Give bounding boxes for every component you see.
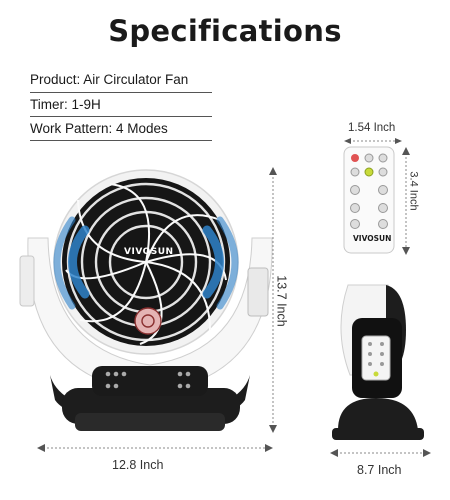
fan-front-image xyxy=(19,169,273,431)
divider xyxy=(30,92,212,93)
depth-dimension-line xyxy=(330,449,431,457)
remote-width-label: 1.54 Inch xyxy=(348,122,396,134)
fan-height-label: 13.7 Inch xyxy=(274,275,289,327)
fan-width-label: 12.8 Inch xyxy=(112,458,164,472)
brand-logo: VIVOSUN xyxy=(124,247,174,257)
spec-work-pattern: Work Pattern: 4 Modes xyxy=(30,121,168,136)
remote-height-label: 3.4 Inch xyxy=(407,171,420,211)
height-dimension-line xyxy=(269,167,277,433)
remote-width-line xyxy=(344,138,402,144)
remote-brand-logo: VIVOSUN xyxy=(353,234,392,243)
divider xyxy=(30,116,212,117)
spec-product: Product: Air Circulator Fan xyxy=(30,72,189,87)
page-title: Specifications xyxy=(108,14,342,48)
divider xyxy=(30,140,212,141)
spec-timer: Timer: 1-9H xyxy=(30,97,101,112)
fan-depth-label: 8.7 Inch xyxy=(357,463,402,477)
width-dimension-line xyxy=(37,444,273,452)
remote-control-image xyxy=(343,146,395,254)
remote-height-line xyxy=(402,147,410,255)
fan-side-image xyxy=(332,284,424,440)
